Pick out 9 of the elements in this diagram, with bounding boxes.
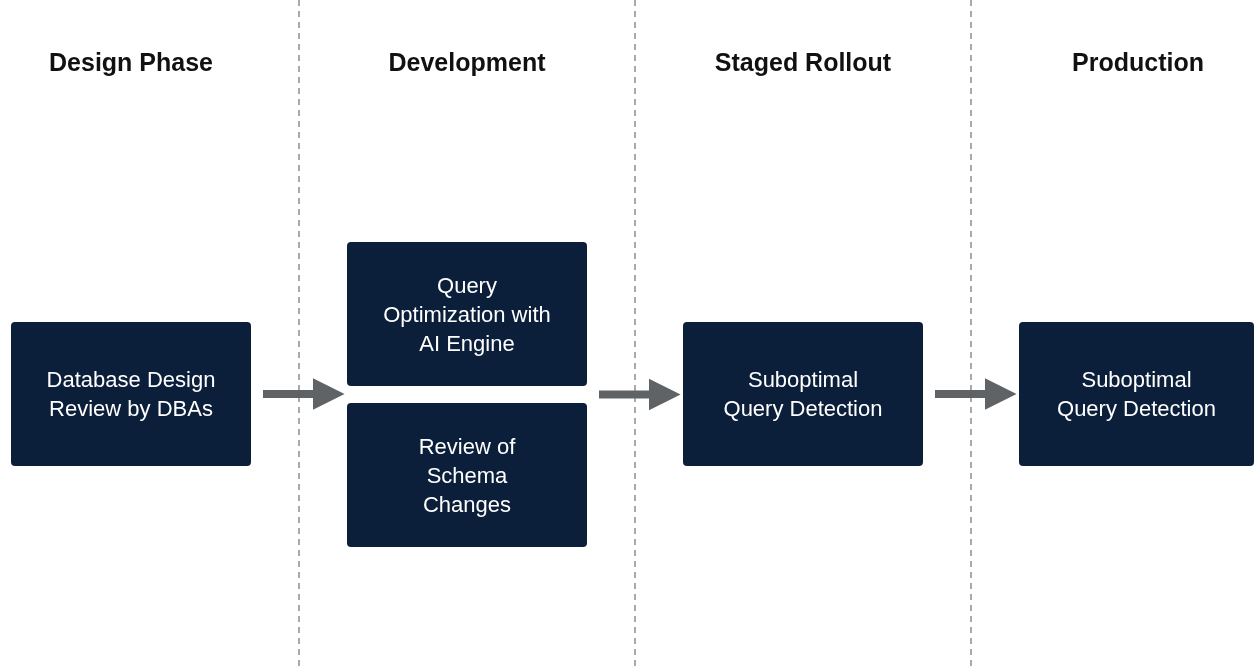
phase-heading: Design Phase <box>49 48 213 77</box>
phase-heading: Staged Rollout <box>714 48 892 77</box>
process-box: Suboptimal Query Detection <box>683 322 923 466</box>
process-box: Review of Schema Changes <box>347 403 587 547</box>
process-box: Database Design Review by DBAs <box>11 322 251 466</box>
process-box: Query Optimization with AI Engine <box>347 242 587 386</box>
phase-heading: Production <box>1072 48 1204 77</box>
process-box: Suboptimal Query Detection <box>1019 322 1254 466</box>
phase-heading: Development <box>388 48 546 77</box>
